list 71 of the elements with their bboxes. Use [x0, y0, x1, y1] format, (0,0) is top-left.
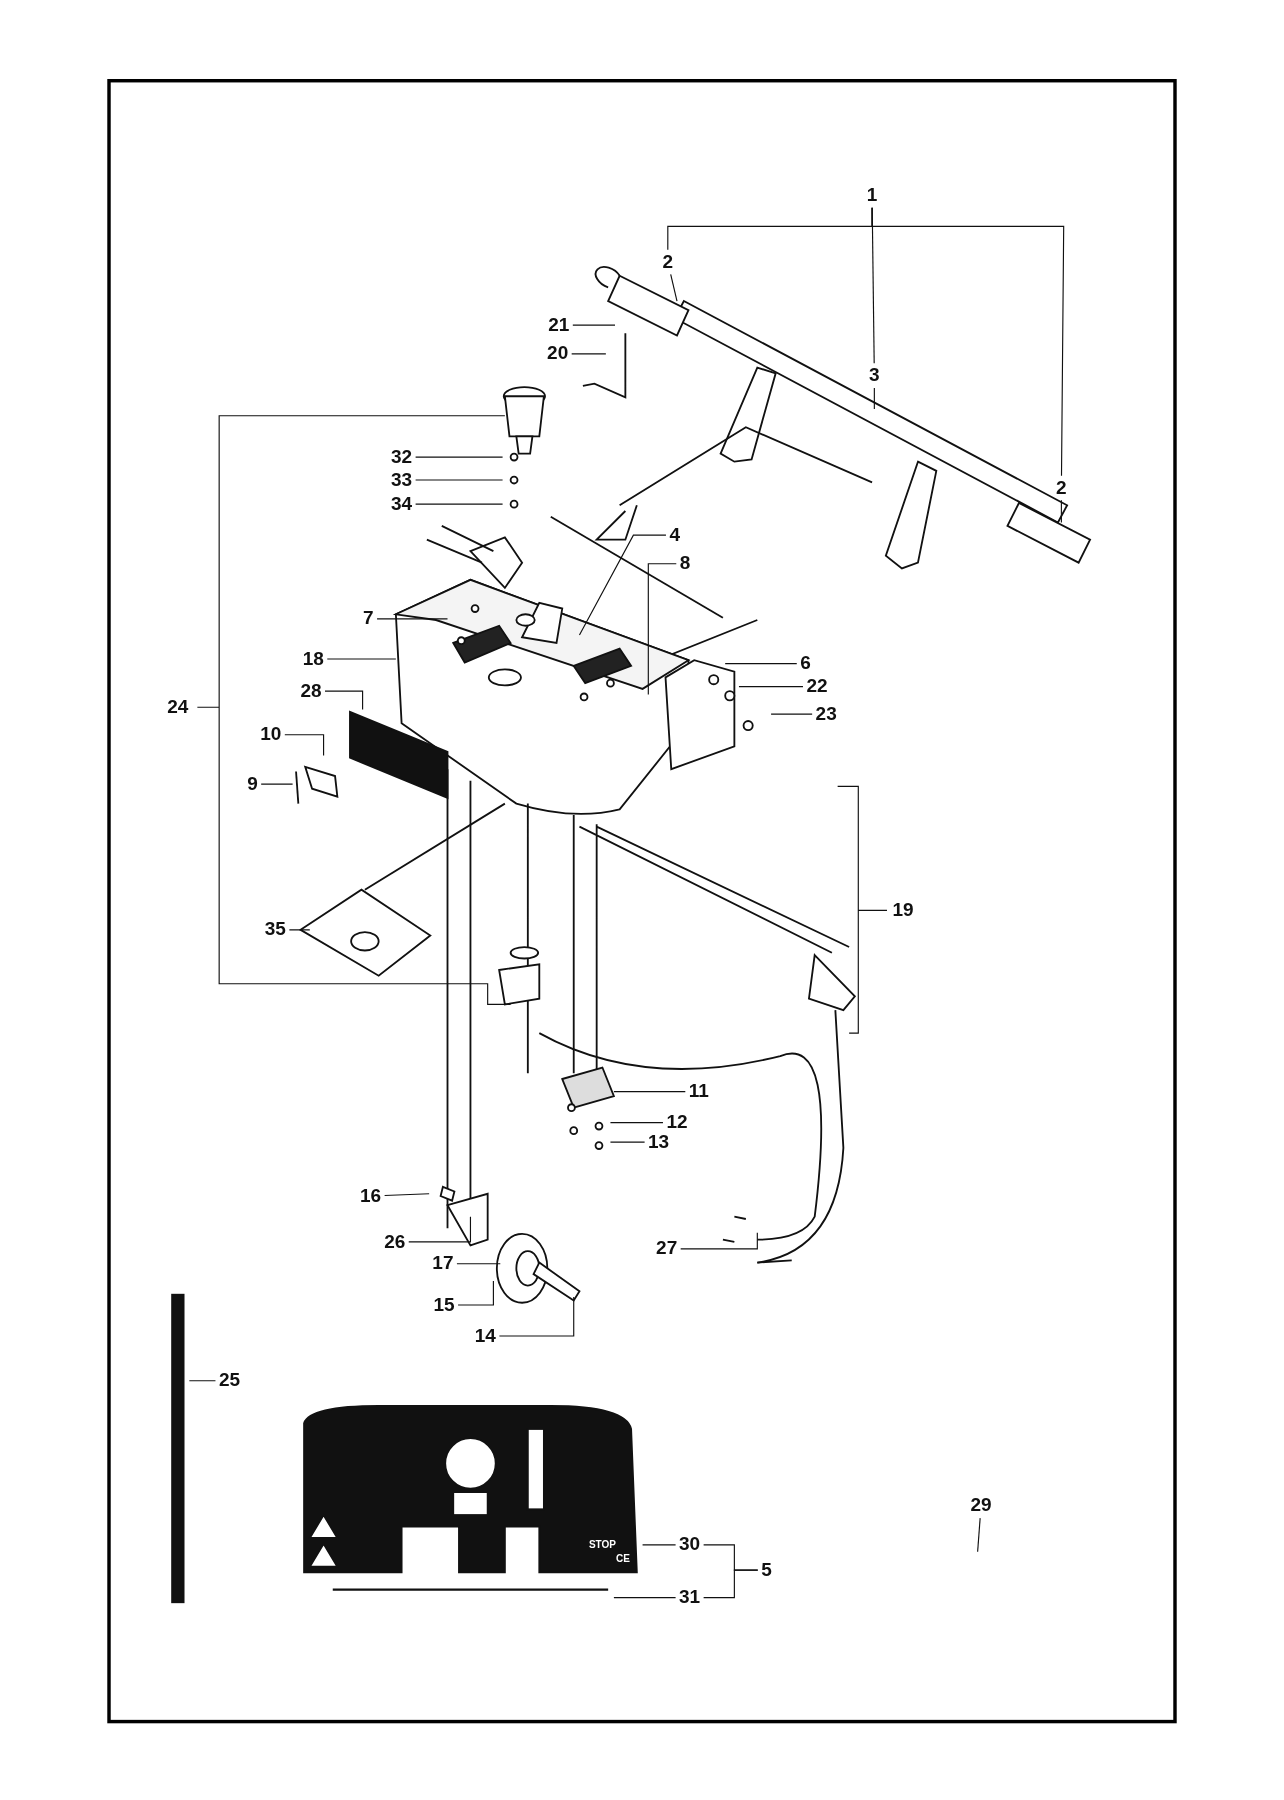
- callout-number: 1: [866, 185, 878, 206]
- callout-number: 2: [1056, 477, 1067, 498]
- leader-line: [415, 456, 504, 458]
- leader-line: [288, 929, 311, 931]
- leader-line: [260, 783, 294, 785]
- decal-text: CE: [616, 1552, 630, 1564]
- callout-number: 30: [679, 1534, 701, 1555]
- leader-line: [613, 1091, 686, 1093]
- callout-number: 10: [260, 724, 282, 745]
- callout-number: 23: [815, 703, 837, 724]
- callout-number: 31: [679, 1587, 701, 1608]
- callout-number: 8: [679, 553, 691, 574]
- callout-number: 2: [662, 251, 674, 272]
- leader-line: [770, 713, 813, 715]
- callout-number: 7: [363, 608, 374, 629]
- leader-line: [680, 1232, 758, 1250]
- callout-number: 13: [648, 1131, 670, 1152]
- callout-number: 24: [167, 696, 189, 717]
- leader-line: [188, 1380, 217, 1382]
- callout-number: 33: [391, 469, 413, 490]
- callout-number: 20: [547, 343, 569, 364]
- leader-line: [642, 1544, 677, 1546]
- callout-number: 29: [970, 1495, 992, 1516]
- callout-number: 4: [669, 524, 680, 545]
- leader-line: [609, 1141, 646, 1143]
- leader-line: [457, 1280, 494, 1306]
- callout-number: 9: [247, 773, 258, 794]
- leader-line: [324, 690, 364, 711]
- callout-number: 5: [761, 1559, 772, 1580]
- callout-number: 19: [892, 899, 914, 920]
- leader-line: [284, 734, 325, 756]
- leader-line: [571, 353, 607, 355]
- callout-number: 22: [806, 676, 828, 697]
- leader-line: [1060, 499, 1062, 524]
- callout-number: 14: [474, 1325, 496, 1346]
- leader-line: [613, 1597, 677, 1599]
- callout-number: 12: [666, 1112, 688, 1133]
- callout-number: 35: [264, 919, 286, 940]
- leader-line: [977, 1517, 981, 1553]
- leader-line: [871, 207, 1065, 477]
- callout-number: 32: [391, 446, 413, 467]
- callout-number: 34: [391, 493, 413, 514]
- decal-text: STOP: [588, 1538, 616, 1550]
- callout-number: 6: [800, 653, 811, 674]
- leader-line: [572, 324, 616, 326]
- leader-line: [326, 658, 397, 660]
- leader-line: [609, 1122, 664, 1124]
- callout-number: 27: [656, 1238, 678, 1259]
- callout-number: 26: [384, 1231, 406, 1252]
- callout-number: 15: [433, 1294, 455, 1315]
- callout-number: 16: [360, 1185, 382, 1206]
- callout-number: 25: [218, 1370, 241, 1391]
- leader-line: [724, 663, 798, 665]
- leader-line: [456, 1263, 501, 1265]
- leader-line: [873, 387, 875, 410]
- callout-number: 11: [688, 1081, 709, 1102]
- leader-line: [647, 563, 677, 696]
- callout-number: 28: [300, 680, 322, 701]
- leader-line: [578, 534, 667, 636]
- leader-line: [415, 503, 504, 505]
- callout-number: 17: [432, 1253, 454, 1274]
- leader-line: [670, 273, 678, 302]
- leader-line: [498, 1296, 575, 1337]
- leader-line: [415, 479, 504, 481]
- leader-line: [408, 1216, 472, 1243]
- leader-line: [384, 1193, 430, 1197]
- callout-number: 18: [302, 648, 324, 669]
- leader-line: [703, 1569, 759, 1599]
- callout-number: 21: [548, 314, 570, 335]
- leader-line: [738, 686, 804, 688]
- callout-number: 3: [869, 365, 880, 386]
